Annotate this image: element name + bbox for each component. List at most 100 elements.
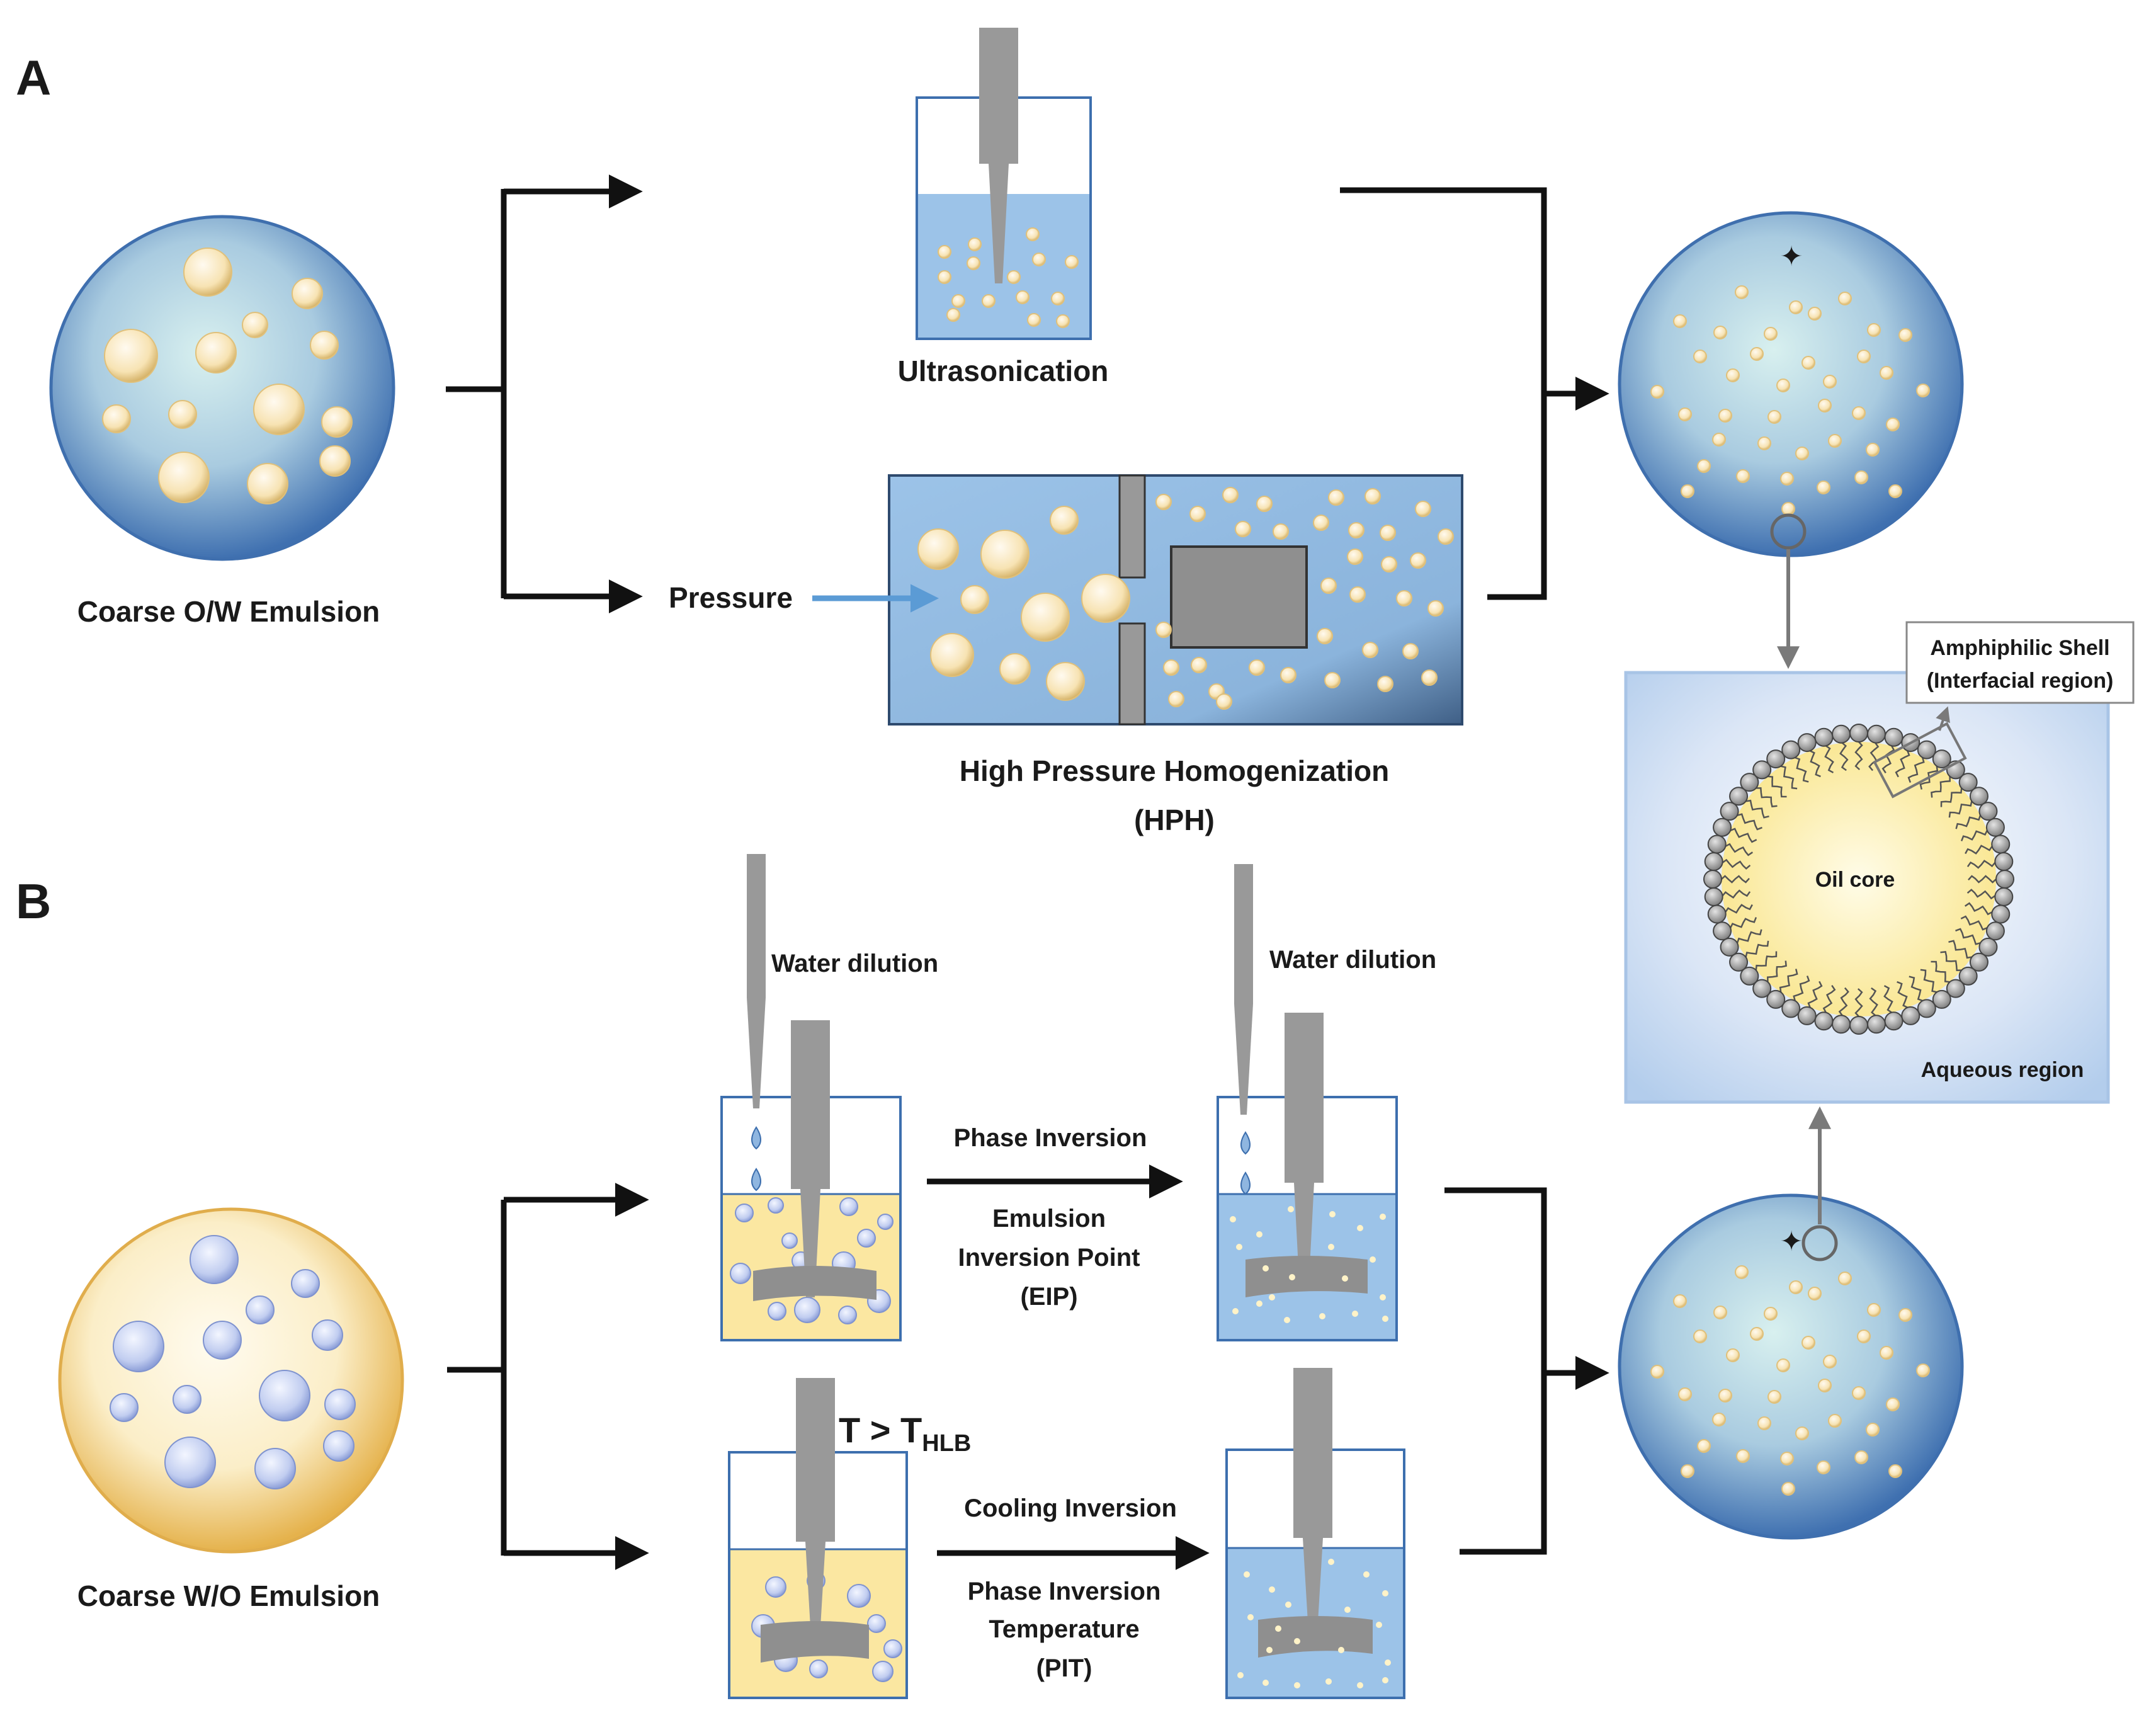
- water-bubble: [110, 1393, 139, 1422]
- nano-droplet: [1380, 1294, 1386, 1300]
- surfactant-tail: [1965, 845, 1993, 855]
- surfactant-head: [1729, 787, 1749, 806]
- nano-droplet: [1056, 314, 1070, 328]
- coarse-oil-droplets: [102, 248, 353, 504]
- surfactant-tail: [1955, 815, 1982, 829]
- nano-droplet: [1362, 642, 1378, 658]
- surfactant-head: [1814, 1011, 1834, 1031]
- surfactant-head: [1704, 852, 1723, 872]
- nano-droplet: [1319, 1313, 1325, 1319]
- nano-droplet: [1256, 1231, 1262, 1238]
- nano-droplet: [1916, 1363, 1930, 1377]
- nano-droplet: [1789, 1280, 1803, 1294]
- surfactant-head: [1704, 887, 1723, 906]
- surfactant-head: [1978, 937, 1998, 957]
- nano-droplet: [1795, 447, 1809, 460]
- water-bubble: [324, 1389, 356, 1420]
- surfactant-head: [1946, 979, 1965, 998]
- nano-droplet: [1313, 515, 1329, 531]
- surfactant-tail: [1931, 776, 1951, 798]
- nano-droplet: [1750, 347, 1764, 361]
- nano-droplet: [1776, 1358, 1790, 1372]
- nano-droplet: [1050, 506, 1079, 535]
- water-bubble: [735, 1204, 754, 1222]
- nano-droplet: [1285, 1602, 1291, 1608]
- eip-beaker-before: [720, 854, 902, 1341]
- nano-droplet: [946, 308, 960, 322]
- nano-droplet: [1222, 487, 1239, 503]
- nano-droplet: [1817, 481, 1830, 494]
- surfactant-tail: [1940, 951, 1962, 971]
- nano-droplet: [1726, 1348, 1740, 1362]
- surfactant-tail: [1807, 981, 1823, 1008]
- nano-droplet: [1342, 1275, 1348, 1282]
- nano-droplet: [1382, 1590, 1388, 1596]
- panel-b-splitter-arrows: [447, 1183, 649, 1570]
- surfactant-head: [1991, 904, 2011, 924]
- surfactant-head: [1978, 802, 1998, 821]
- nano-droplet: [1324, 672, 1341, 688]
- water-bubble: [872, 1661, 894, 1682]
- coarse-wo-label: Coarse W/O Emulsion: [77, 1579, 380, 1612]
- oil-droplet: [321, 406, 353, 438]
- nano-droplet: [968, 237, 982, 251]
- pit-after-droplets: [1237, 1559, 1391, 1688]
- water-bubble: [173, 1385, 201, 1414]
- nano-droplet: [1421, 669, 1438, 686]
- nano-droplet: [1681, 1464, 1694, 1478]
- nano-droplet: [1780, 1452, 1794, 1465]
- hph-label-line2: (HPH): [1134, 804, 1215, 836]
- surfactant-tail: [1779, 969, 1798, 993]
- nano-droplet: [1673, 1294, 1687, 1308]
- nano-droplet: [1380, 525, 1396, 541]
- water-bubble: [794, 1297, 820, 1323]
- nano-droplet: [1808, 1287, 1822, 1300]
- coarse-ow-label: Coarse O/W Emulsion: [77, 595, 380, 628]
- nano-droplet: [1801, 1336, 1815, 1350]
- nano-droplet: [1757, 1416, 1771, 1430]
- nano-droplet: [1776, 378, 1790, 392]
- nano-droplet: [1046, 662, 1085, 701]
- water-bubble: [190, 1235, 239, 1284]
- nano-droplet: [1344, 1607, 1351, 1613]
- nano-droplet: [1886, 418, 1900, 431]
- aqueous-region-label: Aqueous region: [1921, 1058, 2084, 1082]
- nano-droplet: [1852, 406, 1866, 420]
- surfactant-tail: [1755, 951, 1778, 970]
- nano-droplet: [1857, 1329, 1871, 1343]
- nano-droplet: [1673, 314, 1687, 328]
- oil-droplet: [158, 452, 210, 503]
- water-bubble: [838, 1306, 857, 1324]
- nano-droplet: [1382, 1677, 1388, 1683]
- surfactant-head: [1985, 921, 2005, 941]
- nano-droplet: [1357, 1225, 1363, 1231]
- surfactant-tail: [1881, 745, 1895, 774]
- nano-droplet: [1236, 1244, 1242, 1250]
- nano-droplet: [1764, 1307, 1778, 1321]
- oil-droplet: [319, 445, 351, 477]
- shell-label-box: [1905, 621, 2135, 704]
- surfactant-tail: [1960, 915, 1988, 931]
- nano-droplet: [1801, 356, 1815, 370]
- nano-droplet: [1808, 307, 1822, 321]
- nano-droplet: [1051, 292, 1065, 305]
- surfactant-tail: [1725, 904, 1753, 914]
- nano-droplet: [1781, 1482, 1795, 1496]
- nano-droplet: [930, 633, 974, 677]
- nano-droplet: [1880, 1346, 1893, 1360]
- surfactant-head: [1752, 979, 1772, 998]
- nano-droplet: [1032, 253, 1046, 266]
- surfactant-head: [1932, 749, 1951, 769]
- surfactant-tail: [1780, 765, 1798, 790]
- water-bubble: [203, 1321, 242, 1360]
- shell-highlight-box: [1873, 722, 1967, 799]
- nano-droplet: [1854, 470, 1868, 484]
- water-bubble: [768, 1302, 786, 1321]
- nano-droplet: [1081, 574, 1130, 623]
- oil-droplet: [102, 404, 131, 433]
- shell-pointer-arrow: [1936, 706, 1950, 731]
- nano-droplet: [1438, 528, 1454, 545]
- nano-droplet: [1021, 593, 1070, 642]
- surfactant-head: [1901, 1006, 1921, 1025]
- surfactant-tail: [1725, 843, 1754, 856]
